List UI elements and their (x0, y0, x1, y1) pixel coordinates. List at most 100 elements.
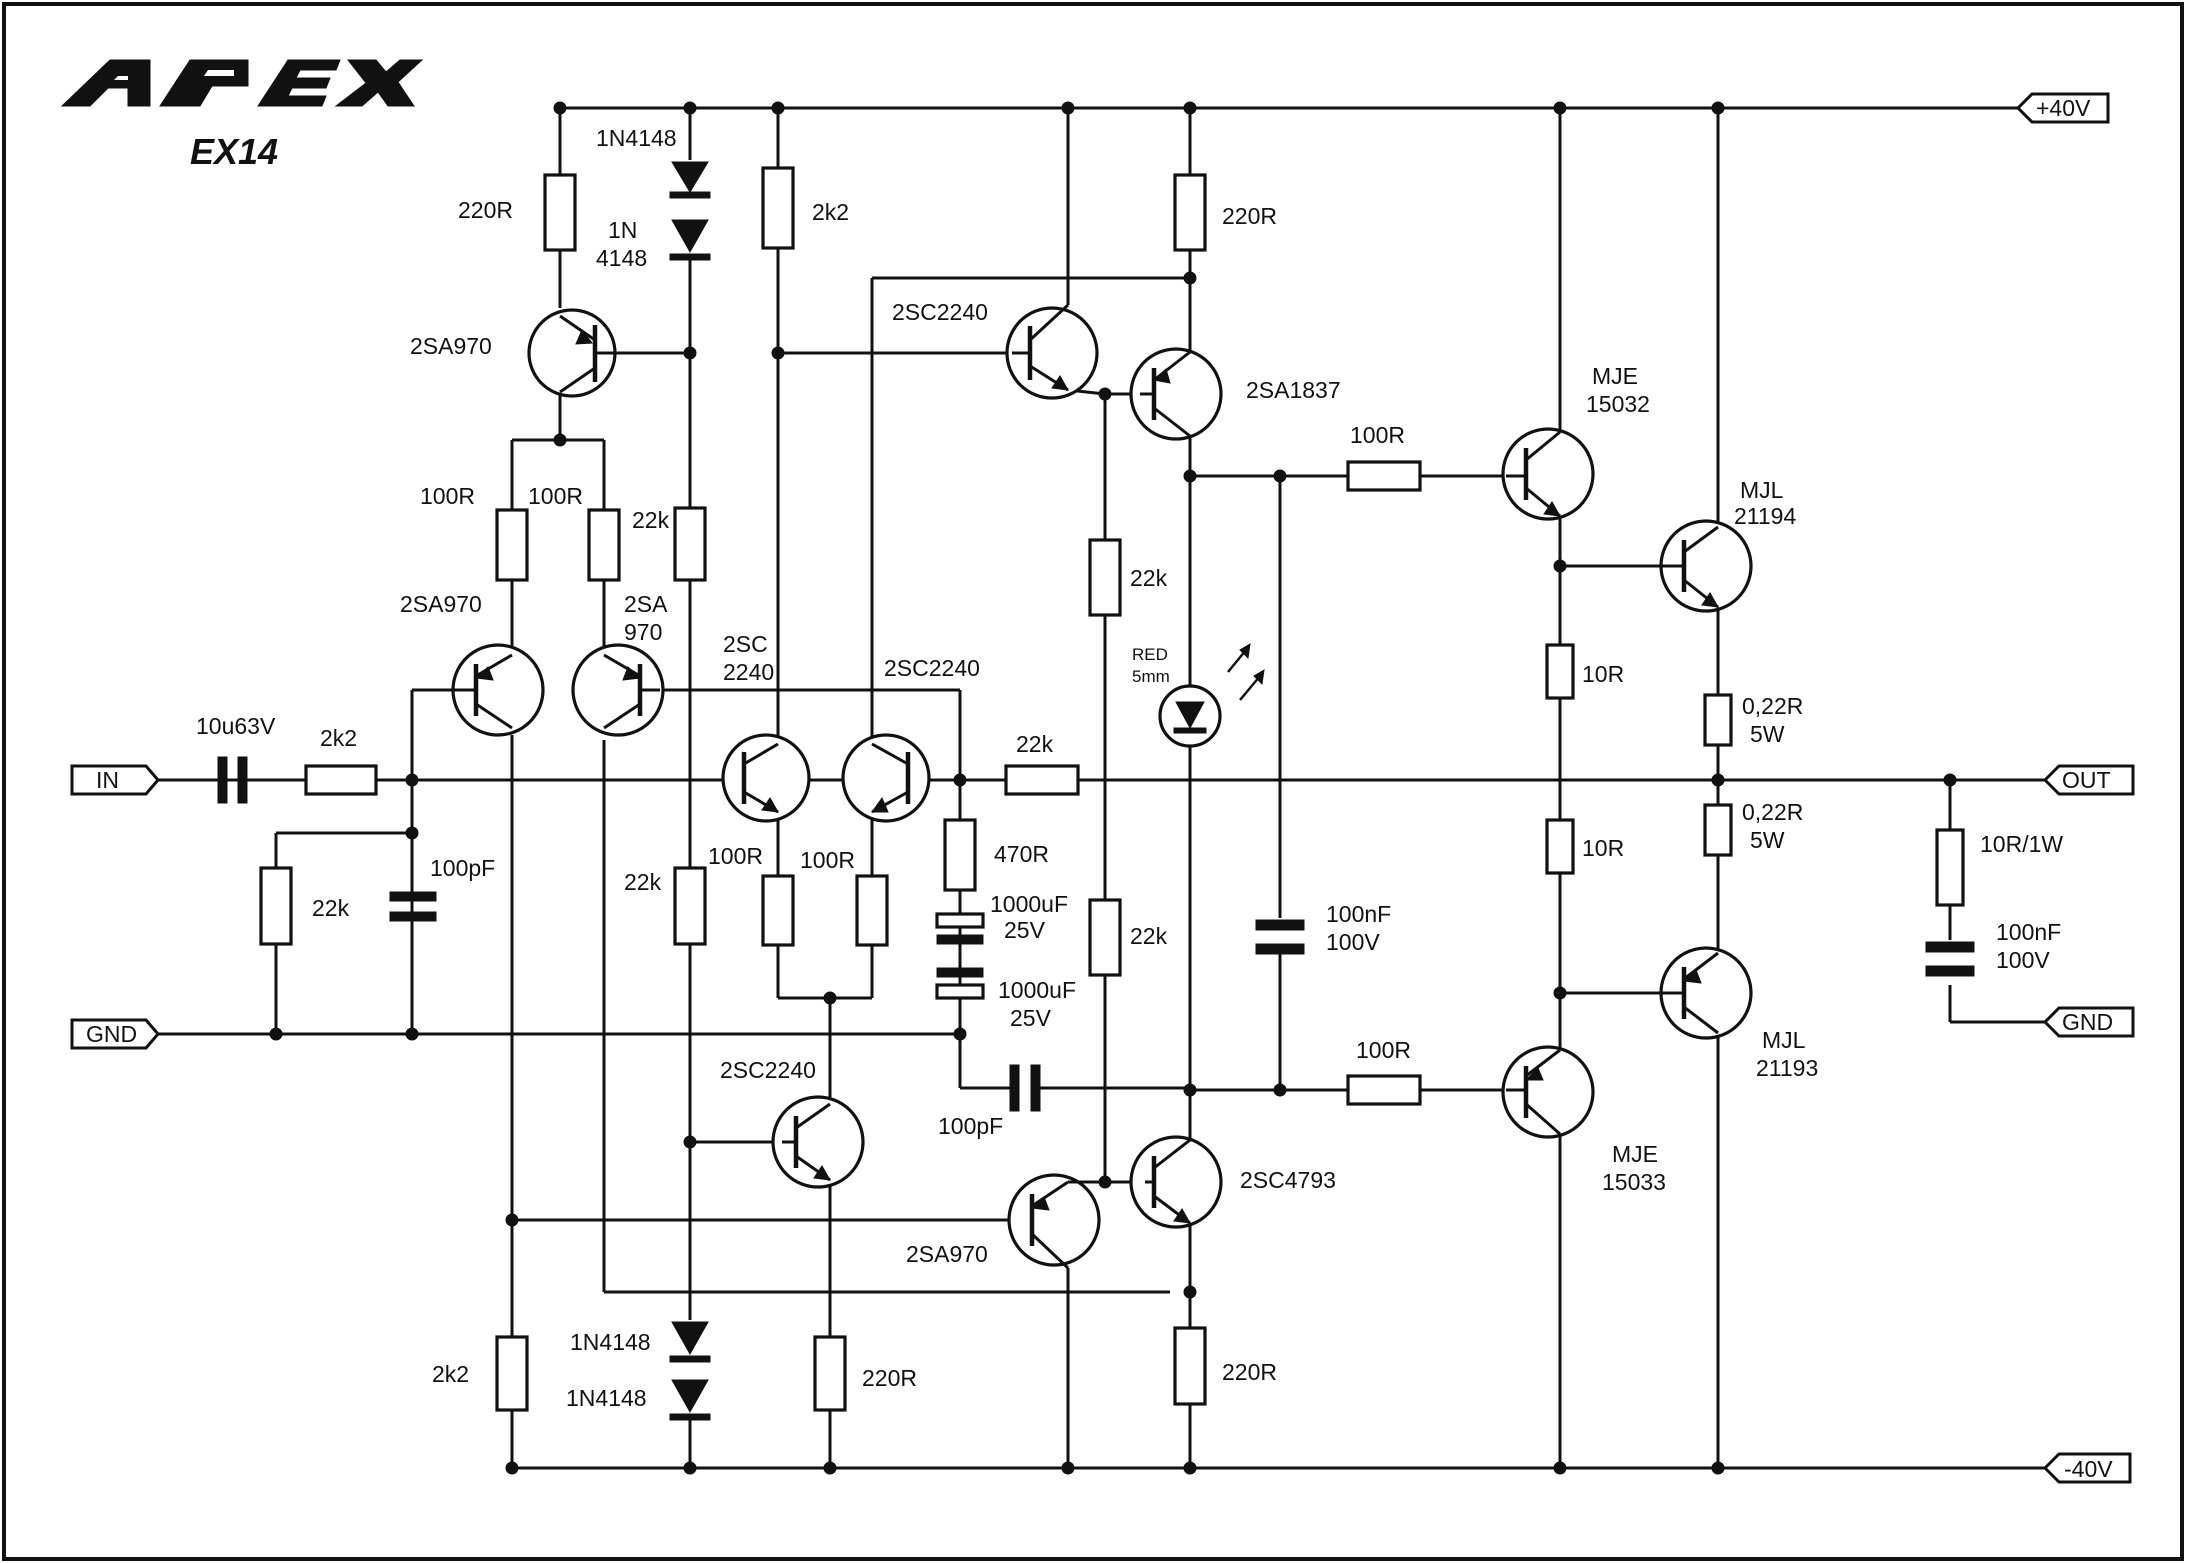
transistor-2sa970-low (1007, 1173, 1105, 1270)
label-q2: 2SA970 (400, 591, 482, 617)
resistor-100r-q4 (761, 874, 795, 947)
diodes (669, 161, 1265, 1421)
label-q3-a: 2SA (624, 591, 668, 617)
label-r-low-left: 2k2 (432, 1361, 469, 1387)
label-r-q2: 100R (420, 483, 475, 509)
label-r-drv-e-top: 10R (1582, 661, 1624, 687)
capacitor-1000uf-1 (935, 912, 985, 945)
resistor-022r-bot (1703, 803, 1733, 857)
label-c-bias: 100nF (1326, 901, 1391, 927)
label-r-q3: 100R (528, 483, 583, 509)
resistor-2k2-input (304, 764, 378, 796)
label-r-drv-top: 100R (1350, 422, 1405, 448)
label-q1: 2SA970 (410, 333, 492, 359)
label-c-fb2-a: 1000uF (998, 977, 1076, 1003)
label-r-out-top-a: 0,22R (1742, 693, 1803, 719)
wiring-output (1558, 108, 2045, 1468)
transistor-2sc2240-q5 (841, 733, 931, 823)
resistor-470r (943, 818, 977, 892)
label-c-zobel-v: 100V (1996, 947, 2050, 973)
label-c-fb2-b: 25V (1010, 1005, 1052, 1031)
transistor-mje15032 (1501, 427, 1595, 521)
capacitor-100nf-zobel (1925, 941, 1975, 977)
transistor-2sc2240-ccs (771, 1095, 865, 1189)
resistor-100r-drv-bot (1346, 1074, 1422, 1106)
resistor-100r-q3 (587, 508, 621, 582)
label-c-miller: 100pF (938, 1113, 1003, 1139)
label-c-in-gnd: 100pF (430, 855, 495, 881)
diode-1n4148-top2 (669, 219, 711, 261)
port-out-label: OUT (2062, 767, 2111, 793)
port-vplus-label: +40V (2036, 95, 2091, 121)
port-in-label: IN (96, 767, 119, 793)
label-led-a: RED (1132, 645, 1168, 664)
label-r-zobel: 10R/1W (1980, 831, 2063, 857)
label-c-fb1-a: 1000uF (990, 891, 1068, 917)
resistor-220r-q1 (543, 173, 577, 252)
transistor-mje15033 (1501, 1045, 1595, 1139)
transistor-2sc4793 (1129, 1135, 1223, 1229)
resistor-22k-bias (673, 506, 707, 582)
diode-1n4148-bot2 (669, 1379, 711, 1421)
label-d-bot2: 1N4148 (566, 1385, 647, 1411)
label-r-vas-low: 220R (1222, 1359, 1277, 1385)
resistor-22k-feedback (1004, 764, 1080, 796)
label-r-q4: 100R (708, 843, 763, 869)
port-vplus: +40V (2015, 92, 2110, 124)
label-q-2sa970-low: 2SA970 (906, 1241, 988, 1267)
label-r-in: 2k2 (320, 725, 357, 751)
label-r-vas: 220R (1222, 203, 1277, 229)
label-r-in-gnd: 22k (312, 895, 350, 921)
resistor-10r-top (1545, 643, 1575, 700)
label-led-b: 5mm (1132, 667, 1170, 686)
port-vminus-label: -40V (2064, 1456, 2113, 1482)
rails (158, 106, 2045, 1470)
port-vminus: -40V (2042, 1452, 2132, 1484)
label-d-top2-a: 1N (608, 217, 637, 243)
label-c-zobel: 100nF (1996, 919, 2061, 945)
port-gnd-in-label: GND (86, 1021, 137, 1047)
resistors (259, 166, 1965, 1412)
label-r-fb: 22k (1016, 731, 1054, 757)
label-r-ccs: 220R (862, 1365, 917, 1391)
label-r-out-bot-b: 5W (1750, 827, 1785, 853)
junctions (269, 101, 1957, 1475)
label-q3-b: 970 (624, 619, 662, 645)
apex-logo (60, 59, 424, 107)
label-q-cascode: 2SC2240 (892, 299, 988, 325)
resistor-100r-drv-top (1346, 460, 1422, 492)
transistor-2sc2240-q4 (721, 733, 811, 823)
label-q-ccs: 2SC2240 (720, 1057, 816, 1083)
label-r-drv-e-bot: 10R (1582, 835, 1624, 861)
label-q-out-bot-a: MJL (1762, 1027, 1806, 1053)
resistor-220r-ccs (813, 1335, 847, 1412)
resistor-2k2-top (761, 166, 795, 250)
port-gnd-out-label: GND (2062, 1009, 2113, 1035)
label-q-drv-bot-a: MJE (1612, 1141, 1658, 1167)
label-q-vas-pnp: 2SA1837 (1246, 377, 1341, 403)
resistor-100r-q2 (495, 508, 529, 582)
transistor-2sc2240-cascode (1005, 303, 1099, 400)
label-c-fb1-b: 25V (1004, 917, 1046, 943)
resistor-zobel (1935, 828, 1965, 907)
model-title: EX14 (190, 131, 278, 172)
resistor-022r-top (1703, 693, 1733, 747)
label-q4-a: 2SC (723, 631, 768, 657)
label-r-bias-low: 22k (624, 869, 662, 895)
capacitor-1000uf-2 (935, 967, 985, 1000)
label-q-out-top-b: 21194 (1734, 503, 1796, 529)
label-c-bias-v: 100V (1326, 929, 1380, 955)
resistor-2k2-low (495, 1335, 529, 1412)
resistor-22k-input-gnd (259, 866, 293, 946)
port-gnd-out: GND (2042, 1006, 2135, 1038)
transistor-2sa970-q1 (527, 308, 617, 398)
transistor-2sa970-q3 (571, 643, 665, 737)
label-r-2k2-top: 2k2 (812, 199, 849, 225)
label-r-q1: 220R (458, 197, 513, 223)
label-q-vas-npn: 2SC4793 (1240, 1167, 1336, 1193)
label-d-bot1: 1N4148 (570, 1329, 651, 1355)
capacitor-100pf-input (389, 891, 437, 922)
diode-1n4148-bot1 (669, 1321, 711, 1363)
component-labels: 1N4148 1N 4148 220R 2SA970 100R 100R 2SA… (196, 125, 2063, 1411)
